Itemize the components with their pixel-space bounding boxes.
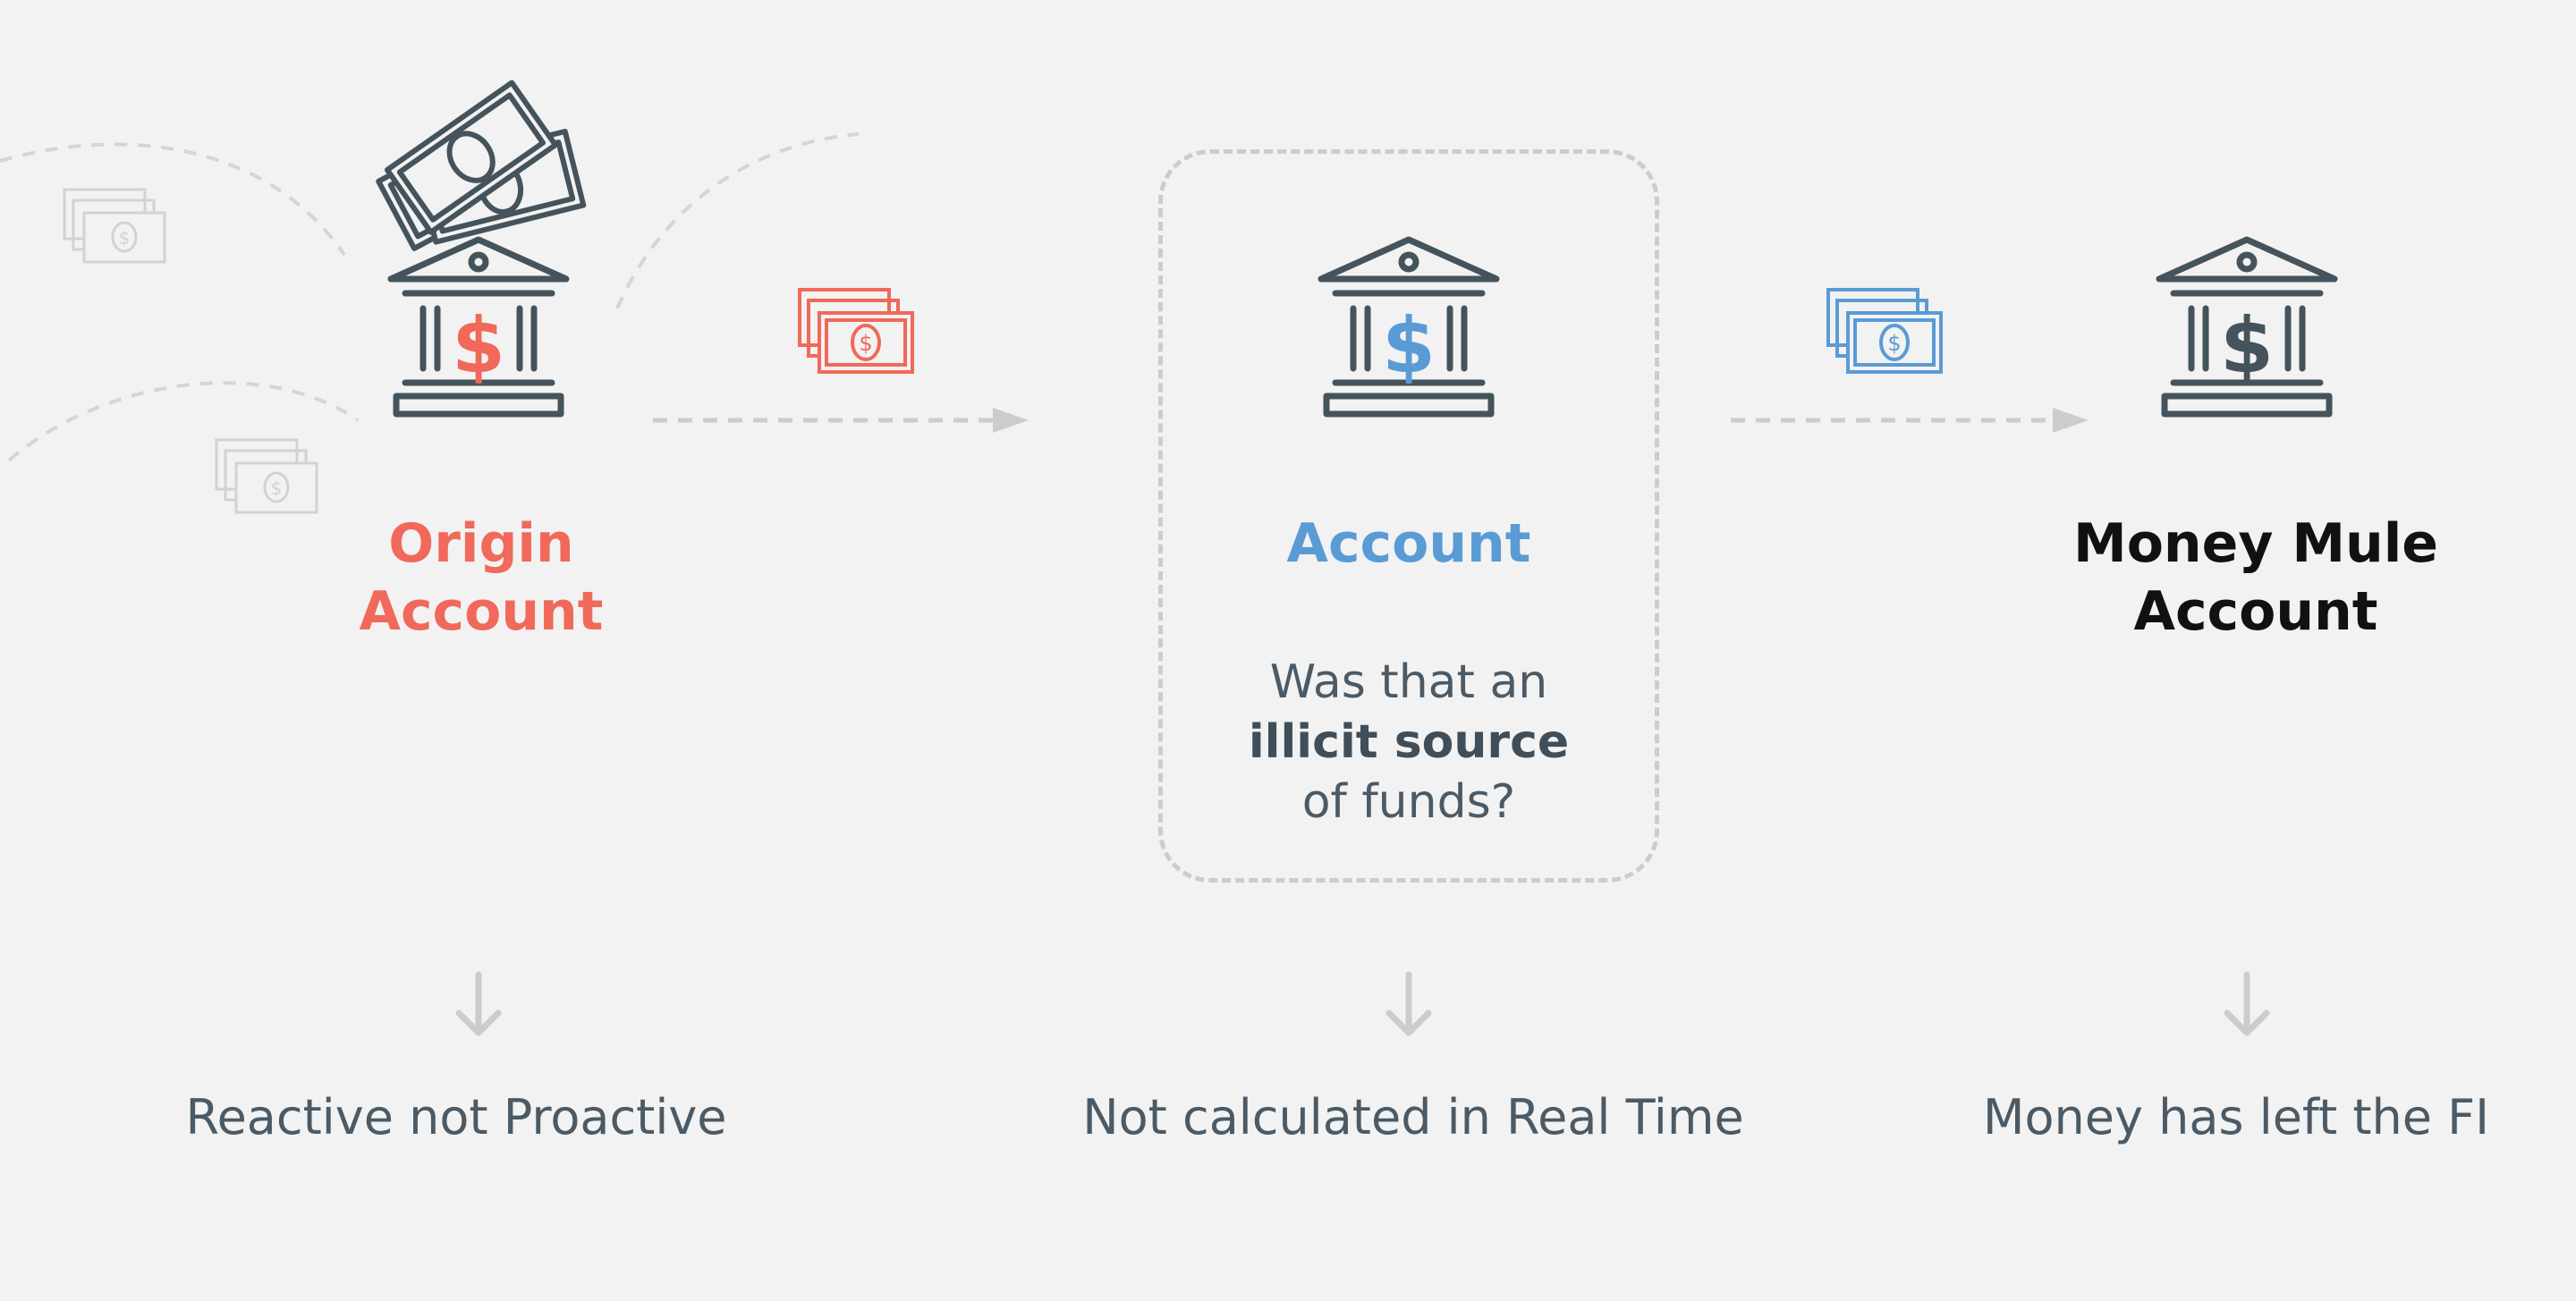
account-title-text: Account (1286, 512, 1531, 575)
question-line3: of funds? (1301, 775, 1516, 829)
mule-title-line2: Account (2133, 580, 2378, 643)
origin-title: Origin Account (213, 510, 750, 646)
svg-text:$: $ (452, 301, 505, 391)
arrow-right-icon (1731, 408, 2089, 433)
svg-text:$: $ (1887, 331, 1901, 356)
account-highlight-box (1158, 149, 1659, 883)
money-stack-icon: $ (798, 288, 914, 374)
arrow-down-icon (455, 971, 502, 1036)
origin-title-line1: Origin (388, 512, 574, 575)
svg-text:$: $ (859, 331, 872, 356)
mule-title: Money Mule Account (1987, 510, 2524, 646)
arrow-right-icon (653, 408, 1029, 433)
question-line2-bold: illicit source (1248, 715, 1570, 769)
bottom-label-origin: Reactive not Proactive (185, 1089, 727, 1145)
account-title: Account (1140, 510, 1677, 578)
bottom-label-mule: Money has left the FI (1982, 1089, 2490, 1145)
svg-text:$: $ (1382, 301, 1436, 391)
money-stack-icon: $ (215, 438, 318, 514)
mule-title-line1: Money Mule (2072, 512, 2439, 575)
mule-bank-icon: $ (2156, 236, 2338, 418)
money-stack-icon: $ (63, 188, 166, 264)
svg-text:$: $ (2220, 301, 2274, 391)
bottom-label-account: Not calculated in Real Time (1082, 1089, 1744, 1145)
origin-bank-icon: $ (387, 236, 570, 418)
money-pile-icon (376, 80, 587, 251)
arrow-down-icon (1385, 971, 1432, 1036)
svg-text:$: $ (271, 477, 283, 499)
svg-text:$: $ (119, 227, 131, 249)
account-bank-icon: $ (1318, 236, 1500, 418)
arrow-down-icon (2224, 971, 2270, 1036)
question-line1: Was that an (1269, 655, 1548, 709)
origin-title-line2: Account (359, 580, 604, 643)
money-stack-icon: $ (1826, 288, 1943, 374)
question-text: Was that an illicit source of funds? (1158, 653, 1659, 832)
